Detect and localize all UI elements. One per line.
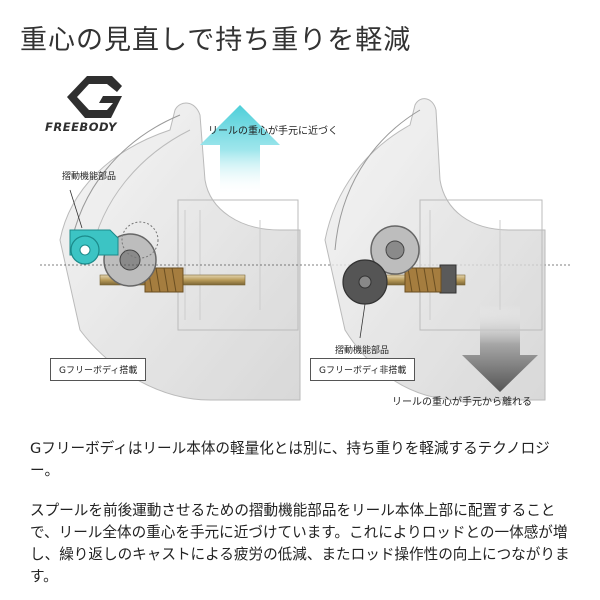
right-down-arrow bbox=[462, 305, 538, 392]
description-paragraph-1: Gフリーボディはリール本体の軽量化とは別に、持ち重りを軽減するテクノロジー。 bbox=[30, 440, 550, 479]
logo-text: FREEBODY bbox=[45, 120, 117, 134]
right-arrow-label: リールの重心が手元から離れる bbox=[392, 397, 532, 408]
freebody-logo: G FREEBODY bbox=[45, 76, 150, 136]
left-reel-frame bbox=[59, 102, 301, 401]
reel-diagram bbox=[40, 98, 570, 401]
left-caption: Gフリーボディ搭載 bbox=[50, 358, 147, 381]
page-title: 重心の見直しで持ち重りを軽減 bbox=[20, 25, 412, 56]
left-part-label: 摺動機能部品 bbox=[62, 172, 117, 182]
right-part-label: 摺動機能部品 bbox=[335, 346, 390, 356]
right-reel bbox=[324, 98, 546, 401]
left-up-arrow bbox=[200, 105, 280, 195]
reel-comparison-figure: G FREEBODY リールの重心が手元に近づく 摺動機能部品 Gフリーボディ搭… bbox=[0, 70, 600, 420]
left-arrow-label: リールの重心が手元に近づく bbox=[208, 126, 338, 137]
description-paragraph-2: スプールを前後運動させるための摺動機能部品をリール本体上部に配置することで、リー… bbox=[30, 502, 570, 585]
right-caption: Gフリーボディ非搭載 bbox=[310, 358, 416, 381]
left-reel bbox=[59, 102, 301, 401]
freebody-g-mark-icon bbox=[67, 76, 122, 118]
